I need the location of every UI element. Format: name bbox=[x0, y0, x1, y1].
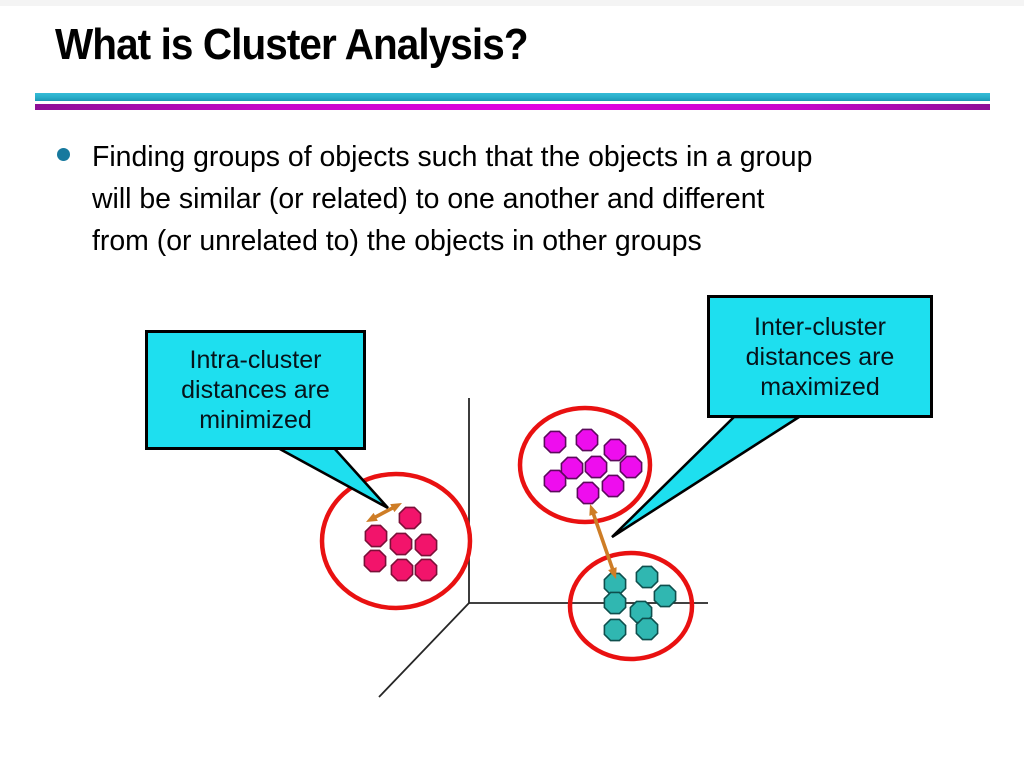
inter-callout-line-3: maximized bbox=[760, 372, 880, 401]
divider-magenta-bar bbox=[35, 104, 990, 110]
inter-callout-line-1: Inter-cluster bbox=[754, 312, 886, 341]
magenta-cluster-point bbox=[584, 455, 608, 479]
slide-top-edge bbox=[0, 0, 1024, 6]
pink-cluster-ellipse bbox=[319, 471, 473, 611]
magenta-cluster-point bbox=[601, 474, 625, 498]
bullet-line-1: Finding groups of objects such that the … bbox=[92, 141, 813, 173]
intra-cluster-callout: Intra-cluster distances are minimized bbox=[145, 330, 366, 450]
teal-cluster-point bbox=[635, 617, 659, 641]
slide-title: What is Cluster Analysis? bbox=[55, 20, 529, 69]
bullet-line-2: will be similar (or related) to one anot… bbox=[92, 183, 765, 215]
bullet-dot-icon bbox=[57, 148, 70, 161]
pink-cluster bbox=[319, 471, 473, 611]
teal-cluster-point bbox=[603, 618, 627, 642]
teal-cluster bbox=[567, 550, 695, 662]
divider-teal-bar bbox=[35, 93, 990, 101]
magenta-cluster-point bbox=[576, 481, 600, 505]
intra-callout-line-1: Intra-cluster bbox=[189, 346, 322, 374]
pink-cluster-point bbox=[414, 533, 438, 557]
pink-cluster-point bbox=[363, 549, 387, 573]
magenta-cluster-point bbox=[619, 455, 643, 479]
teal-cluster-point bbox=[653, 584, 677, 608]
magenta-cluster-point bbox=[603, 438, 627, 462]
pink-cluster-point bbox=[414, 558, 438, 582]
intra-callout-line-3: minimized bbox=[199, 406, 312, 434]
bullet-paragraph: Finding groups of objects such that the … bbox=[92, 136, 974, 262]
intra-callout-line-2: distances are bbox=[181, 376, 330, 404]
teal-cluster-point bbox=[635, 565, 659, 589]
magenta-cluster bbox=[517, 405, 653, 525]
pink-cluster-point bbox=[390, 558, 414, 582]
magenta-cluster-point bbox=[543, 430, 567, 454]
inter-callout-line-2: distances are bbox=[745, 342, 895, 371]
teal-cluster-point bbox=[603, 591, 627, 615]
inter-distance-arrow bbox=[589, 504, 617, 579]
pink-cluster-point bbox=[364, 524, 388, 548]
magenta-cluster-point bbox=[560, 456, 584, 480]
magenta-cluster-point bbox=[575, 428, 599, 452]
pink-cluster-point bbox=[398, 506, 422, 530]
teal-cluster-ellipse bbox=[567, 550, 695, 662]
pink-cluster-point bbox=[389, 532, 413, 556]
magenta-cluster-ellipse bbox=[517, 405, 653, 525]
magenta-cluster-point bbox=[543, 469, 567, 493]
intra-distance-arrow bbox=[366, 503, 402, 522]
inter-cluster-callout: Inter-cluster distances are maximized bbox=[707, 295, 933, 418]
bullet-line-3: from (or unrelated to) the objects in ot… bbox=[92, 225, 702, 257]
